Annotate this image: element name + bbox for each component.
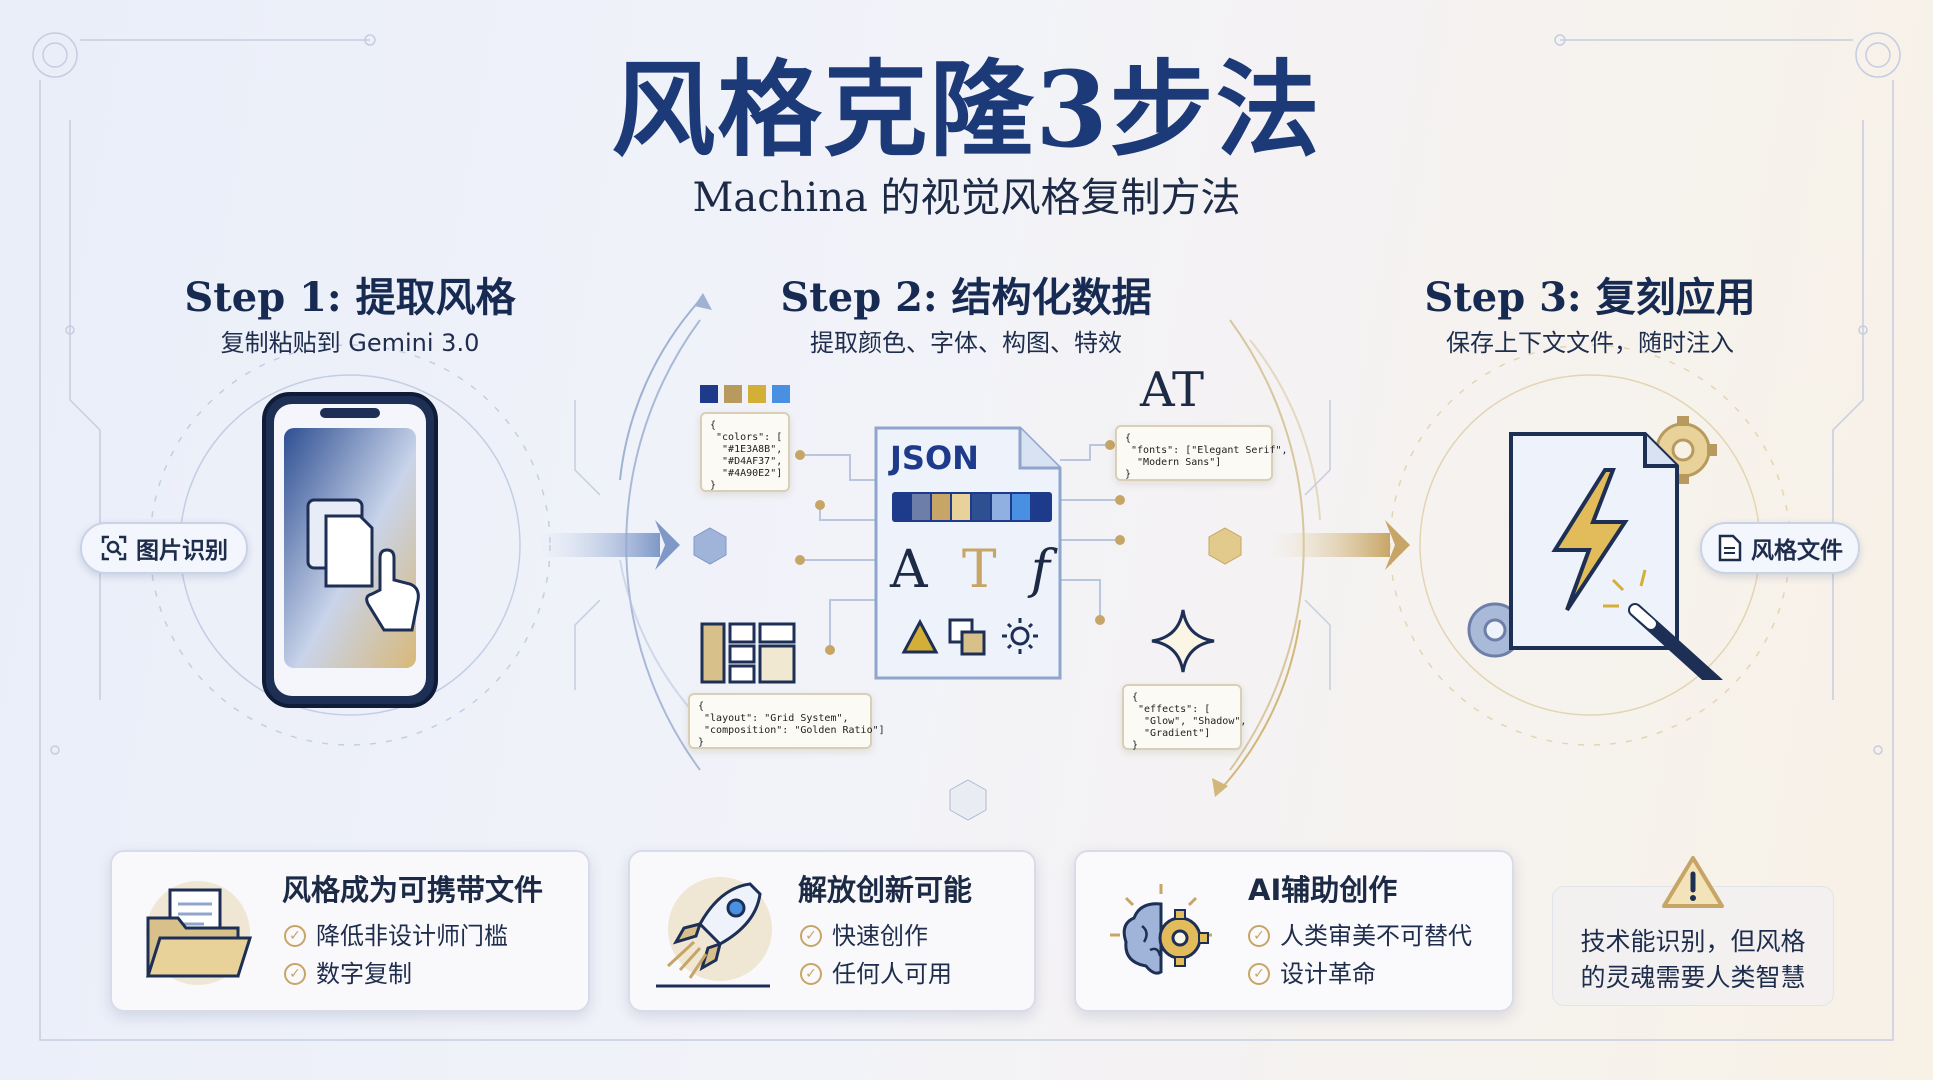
check-icon: ✓ [800,925,822,947]
step2-subtitle: 提取颜色、字体、构图、特效 [810,329,1122,357]
image-recognition-label: 图片识别 [136,538,228,564]
card3-item-1: ✓人类审美不可替代 [1248,918,1472,954]
card2-title: 解放创新可能 [798,873,973,907]
card-ai-assist: AI辅助创作 ✓人类审美不可替代 ✓设计革命 [1074,850,1514,1012]
scan-icon [101,535,127,561]
swatch-gold [748,385,766,403]
json-document-icon [874,426,1062,680]
step1-title: Step 1: 提取风格 [184,274,516,321]
card3-title: AI辅助创作 [1248,873,1398,907]
check-icon: ✓ [800,963,822,985]
at-glyph: AT [1140,362,1205,418]
colors-json-snippet: { "colors": [ "#1E3A8B", "#D4AF37", "#4A… [700,412,790,492]
sparkle-icon [1151,609,1215,673]
image-recognition-badge: 图片识别 [80,522,248,574]
page-subtitle: Machina 的视觉风格复制方法 [692,175,1241,221]
swatch-navy [700,385,718,403]
style-file-badge: 风格文件 [1700,522,1860,574]
grid-layout-icon [700,622,796,684]
phone-icon [262,392,438,708]
page-title: 风格克隆3步法 [611,48,1322,171]
effects-json-snippet: { "effects": [ "Glow", "Shadow", "Gradie… [1122,684,1246,751]
font-samples: A T f [890,540,1050,600]
style-file-icon [1467,416,1723,680]
card1-item-1: ✓降低非设计师门槛 [284,918,508,954]
glyph-t: T [961,540,997,600]
glyph-a: A [890,540,928,600]
swatch-blue [772,385,790,403]
card1-title: 风格成为可携带文件 [282,873,544,907]
color-palette [700,385,790,403]
card-portable-file: 风格成为可携带文件 ✓降低非设计师门槛 ✓数字复制 [110,850,590,1012]
step2-title: Step 2: 结构化数据 [780,274,1152,321]
warning-line-2: 的灵魂需要人类智慧 [1580,963,1806,992]
check-icon: ✓ [284,963,306,985]
card1-item-2: ✓数字复制 [284,956,412,992]
document-icon [1718,534,1742,562]
glyph-f: f [1030,540,1050,600]
step3-title: Step 3: 复刻应用 [1424,274,1756,321]
warning-line-1: 技术能识别，但风格 [1580,927,1806,956]
check-icon: ✓ [1248,963,1270,985]
warning-icon [1662,856,1724,908]
step1-subtitle: 复制粘贴到 Gemini 3.0 [220,329,480,357]
check-icon: ✓ [1248,925,1270,947]
card3-item-2: ✓设计革命 [1248,956,1376,992]
check-icon: ✓ [284,925,306,947]
card-innovation: 解放创新可能 ✓快速创作 ✓任何人可用 [628,850,1036,1012]
swatch-tan [724,385,742,403]
style-file-label: 风格文件 [1751,538,1843,564]
layout-json-snippet: { "layout": "Grid System", "composition"… [688,693,885,749]
card2-item-2: ✓任何人可用 [800,956,952,992]
fonts-json-snippet: { "fonts": ["Elegant Serif", "Modern San… [1115,425,1288,481]
brain-gear-icon [1110,884,1212,975]
folder-icon [145,881,253,985]
card2-item-1: ✓快速创作 [800,918,928,954]
rocket-icon [656,877,772,988]
step3-subtitle: 保存上下文文件，随时注入 [1446,329,1734,357]
json-label: JSON [890,439,979,477]
